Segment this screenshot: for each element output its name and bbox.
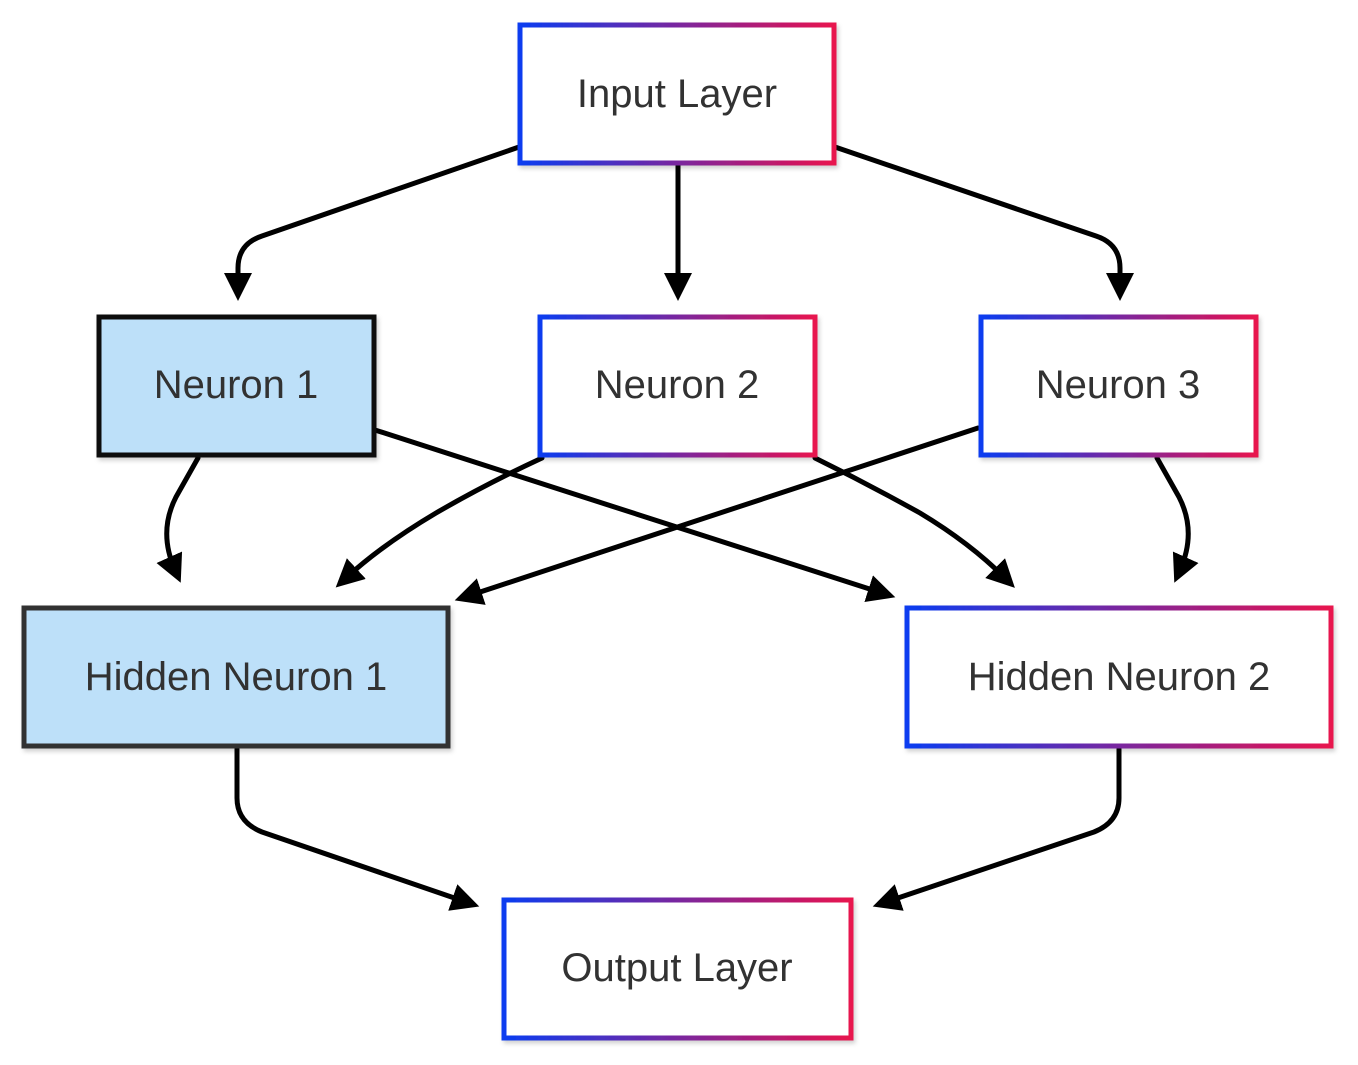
node-label: Hidden Neuron 2 bbox=[968, 655, 1270, 699]
node-label: Input Layer bbox=[577, 72, 777, 116]
node-label: Neuron 2 bbox=[595, 363, 760, 407]
edge-hidden-2-to-output bbox=[872, 746, 1122, 911]
node-label: Hidden Neuron 1 bbox=[85, 655, 387, 699]
edge-neuron-1-to-hidden-1 bbox=[156, 455, 201, 583]
edges bbox=[156, 144, 1199, 911]
edge-input-to-neuron-1 bbox=[224, 144, 522, 301]
edge-neuron-2-to-hidden-2 bbox=[812, 455, 1015, 588]
edge-hidden-1-to-output bbox=[234, 746, 480, 911]
node-neuron-2[interactable]: Neuron 2 bbox=[537, 314, 818, 458]
edge-input-to-neuron-3 bbox=[832, 144, 1134, 301]
node-label: Output Layer bbox=[561, 946, 792, 990]
edge-neuron-1-to-hidden-2 bbox=[372, 427, 896, 603]
edge-neuron-3-to-hidden-1 bbox=[454, 425, 981, 605]
node-hidden-neuron-1[interactable]: Hidden Neuron 1 bbox=[21, 605, 451, 749]
node-input-layer[interactable]: Input Layer bbox=[517, 22, 837, 166]
node-neuron-3[interactable]: Neuron 3 bbox=[978, 314, 1259, 458]
edge-neuron-3-to-hidden-2 bbox=[1154, 455, 1199, 583]
node-neuron-1[interactable]: Neuron 1 bbox=[96, 314, 377, 458]
node-hidden-neuron-2[interactable]: Hidden Neuron 2 bbox=[904, 605, 1334, 749]
node-label: Neuron 1 bbox=[154, 363, 319, 407]
node-output-layer[interactable]: Output Layer bbox=[501, 897, 854, 1041]
node-label: Neuron 3 bbox=[1036, 363, 1201, 407]
edge-neuron-2-to-hidden-1 bbox=[335, 455, 545, 588]
